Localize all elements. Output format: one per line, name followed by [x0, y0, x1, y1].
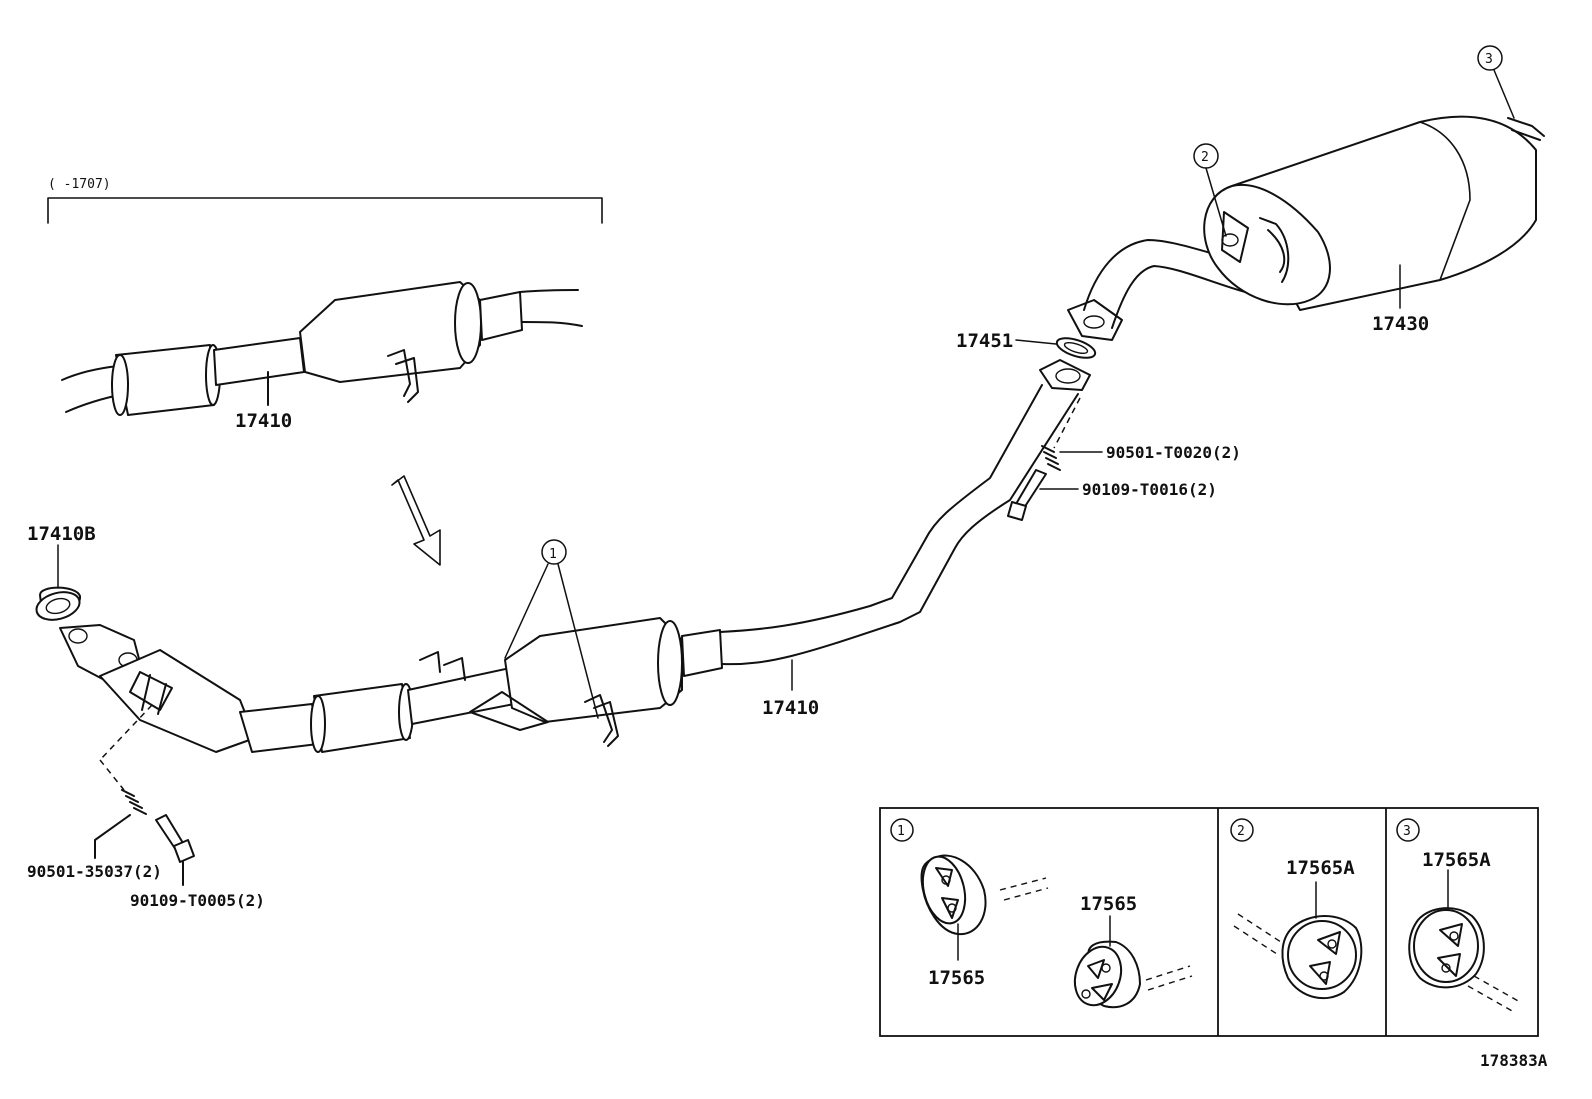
spring-front-label: 90501-35037(2)	[27, 862, 162, 881]
part-17410-top-label: 17410	[235, 410, 292, 432]
callout-2-reference: 2	[1193, 143, 1227, 237]
part-17410B-label: 17410B	[27, 523, 96, 545]
callout-1-reference: 1	[504, 539, 599, 719]
inset-panel-3: 3 17565A	[1396, 818, 1521, 1013]
gasket-17451: 17451	[956, 330, 1097, 359]
bolt-front-label: 90109-T0005(2)	[130, 891, 265, 910]
part-17565A-panel2-label: 17565A	[1286, 857, 1355, 879]
part-17410-main-label: 17410	[762, 697, 819, 719]
callout-3-reference: 3	[1477, 45, 1515, 119]
front-bolt-spring: 90501-35037(2) 90109-T0005(2)	[27, 704, 265, 910]
spring-rear-label: 90501-T0020(2)	[1106, 443, 1241, 462]
part-17565-a-label: 17565	[928, 967, 985, 989]
rubber-hanger-17565A-rear: 17565A	[1233, 857, 1363, 1000]
inset-panel-1: 1 17565	[890, 818, 1193, 1009]
figure-code: 178383A	[1480, 1051, 1548, 1070]
front-pipe-assembly: 17410B	[27, 523, 723, 753]
inset-panel-2-number: 2	[1237, 824, 1245, 839]
variant-bracket: ( -1707)	[47, 177, 603, 224]
mid-pipe: 17410	[719, 359, 1091, 719]
bolt-rear-label: 90109-T0016(2)	[1082, 480, 1217, 499]
variant-label: ( -1707)	[48, 177, 111, 192]
part-17565-b-label: 17565	[1080, 893, 1137, 915]
callout-1-number: 1	[549, 547, 557, 562]
hanger-detail-inset: 1 17565	[879, 807, 1539, 1037]
direction-arrow	[391, 475, 441, 566]
inset-panel-2: 2 17565A	[1230, 818, 1363, 1000]
rubber-hanger-17565A-tail: 17565A	[1408, 849, 1521, 1013]
part-17565A-panel3-label: 17565A	[1422, 849, 1491, 871]
rubber-hanger-17565-a: 17565	[920, 854, 1049, 989]
inset-panel-1-number: 1	[897, 824, 905, 839]
front-pipe-variant-drawing: 17410	[61, 281, 583, 432]
muffler-assembly: 17430	[1067, 115, 1545, 341]
callout-2-number: 2	[1201, 150, 1209, 165]
inset-panel-3-number: 3	[1403, 824, 1411, 839]
part-17430-label: 17430	[1372, 313, 1429, 335]
callout-3-number: 3	[1485, 52, 1493, 67]
rubber-hanger-17565-b: 17565	[1073, 893, 1193, 1009]
rear-bolt-spring: 90501-T0020(2) 90109-T0016(2)	[1007, 397, 1241, 521]
part-17451-label: 17451	[956, 330, 1013, 352]
